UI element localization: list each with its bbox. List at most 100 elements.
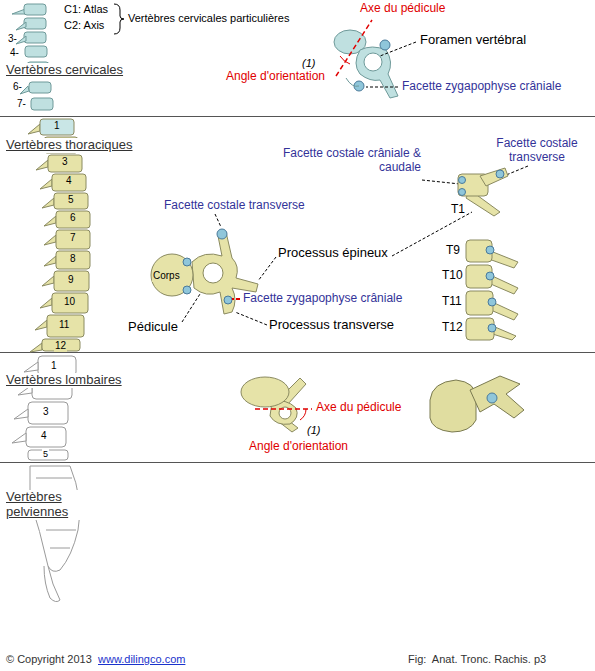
vertebra-name: T9 <box>446 244 460 258</box>
callout-number: 1 <box>53 120 61 132</box>
lumbar-column <box>28 402 68 424</box>
callout-number: 10 <box>63 296 76 308</box>
callout-number: 11 <box>58 319 70 331</box>
lumbar-vertebra-3d <box>470 376 524 418</box>
section-heading: Vertèbres thoraciques <box>5 138 133 153</box>
callout-number: 5 <box>42 449 49 459</box>
callout-number: 7 <box>69 232 77 244</box>
lumbar-vertebra-3d <box>430 376 524 432</box>
thoracic-vertebra <box>203 263 223 283</box>
thoracic-column <box>56 251 90 269</box>
pedicle-axis <box>255 409 312 420</box>
thoracic-column <box>40 119 74 135</box>
thoracic-vertebra <box>151 254 193 296</box>
callout-number: 4 <box>40 430 48 442</box>
thoracic-stack <box>496 170 504 178</box>
part-label: Facette costale crâniale & caudale <box>276 147 421 175</box>
part-label: Foramen vertébral <box>420 33 526 48</box>
leader-line <box>258 257 276 281</box>
angle-label: Angle d'orientation <box>226 70 325 84</box>
website-link: www.dilingco.com <box>98 653 185 666</box>
lumbar-vertebra-3d <box>487 393 497 403</box>
part-label: Pédicule <box>128 320 178 335</box>
part-label: Processus transverse <box>269 318 394 333</box>
axis-label: Axe du pédicule <box>360 2 445 16</box>
leader-line <box>215 214 221 227</box>
pedicle-axis <box>336 20 372 76</box>
leader-line <box>182 166 528 325</box>
figure-caption: Fig: Anat. Tronc. Rachis. p3 <box>408 653 546 666</box>
section-separator <box>0 462 595 463</box>
callout-number: 3- <box>8 33 17 45</box>
bracket <box>114 4 124 34</box>
leader-line <box>422 180 460 184</box>
thoracic-vertebra <box>217 229 227 239</box>
pedicle-axis <box>300 409 306 420</box>
callout-number: 6- <box>13 81 22 93</box>
leader-line <box>232 298 240 300</box>
thoracic-column <box>56 211 90 228</box>
cervical-vertebra <box>334 30 398 98</box>
vertebra-name: T12 <box>442 321 463 335</box>
thoracic-vertebra <box>183 286 191 294</box>
cervical-column <box>25 46 47 57</box>
thoracic-stack <box>480 168 508 186</box>
part-label: Facette costale transverse <box>164 199 305 213</box>
thoracic-stack <box>488 298 496 306</box>
leader-line <box>366 87 398 88</box>
thoracic-stack <box>458 168 518 340</box>
lumbar-column <box>26 427 66 447</box>
angle-label: Angle d'orientation <box>249 440 348 454</box>
leader-line <box>494 166 528 180</box>
thoracic-column <box>54 193 88 209</box>
callout-number: 12 <box>54 340 67 352</box>
cervical-column <box>29 82 51 93</box>
vertebra-name: T11 <box>442 295 462 309</box>
section-separator <box>0 352 595 353</box>
copyright: © Copyright 2013 <box>6 653 92 666</box>
section-heading: Vertèbres pelviennes <box>5 490 89 520</box>
part-label: Facette zygapophyse crâniale <box>402 80 561 94</box>
leader-line <box>380 42 416 56</box>
cervical-column <box>24 32 46 43</box>
cervical-column <box>24 18 46 29</box>
callout-number: 8 <box>69 253 77 265</box>
leader-line <box>235 312 267 325</box>
lumbar-vertebra-3d <box>430 380 476 432</box>
pedicle-axis <box>336 20 372 76</box>
thoracic-vertebra <box>224 296 232 304</box>
sacrum-outline <box>30 466 80 602</box>
callout-number: 1 <box>50 360 58 372</box>
thoracic-column <box>28 119 90 352</box>
callout-number: 7- <box>17 98 26 110</box>
lumbar-vertebra <box>241 377 289 407</box>
thoracic-stack <box>459 189 466 196</box>
thoracic-column <box>56 230 90 249</box>
lumbar-column <box>12 356 76 460</box>
part-label: Corps <box>152 270 181 282</box>
axis-label: Axe du pédicule <box>316 401 401 415</box>
section-separator <box>0 116 595 117</box>
pedicle-axis <box>255 408 312 410</box>
thoracic-stack <box>486 272 494 280</box>
section-separator <box>0 117 595 463</box>
lumbar-vertebra <box>241 377 306 432</box>
thoracic-stack <box>488 324 496 332</box>
vertebra-name: C1: Atlas <box>64 3 108 16</box>
sacrum-outline <box>44 566 60 602</box>
section-heading: Vertèbres cervicales <box>5 63 124 78</box>
thoracic-stack <box>459 177 466 184</box>
cervical-column <box>24 4 46 15</box>
thoracic-column <box>42 339 80 351</box>
thoracic-column <box>54 271 89 291</box>
thoracic-vertebra <box>183 258 191 266</box>
leader-line <box>182 294 200 322</box>
thoracic-vertebra <box>151 229 258 314</box>
callout-number: 4 <box>65 175 73 187</box>
callout-number: 5 <box>67 194 75 206</box>
vertebra-name: C2: Axis <box>64 19 104 32</box>
cervical-vertebra <box>364 53 382 71</box>
thoracic-column <box>52 174 86 191</box>
